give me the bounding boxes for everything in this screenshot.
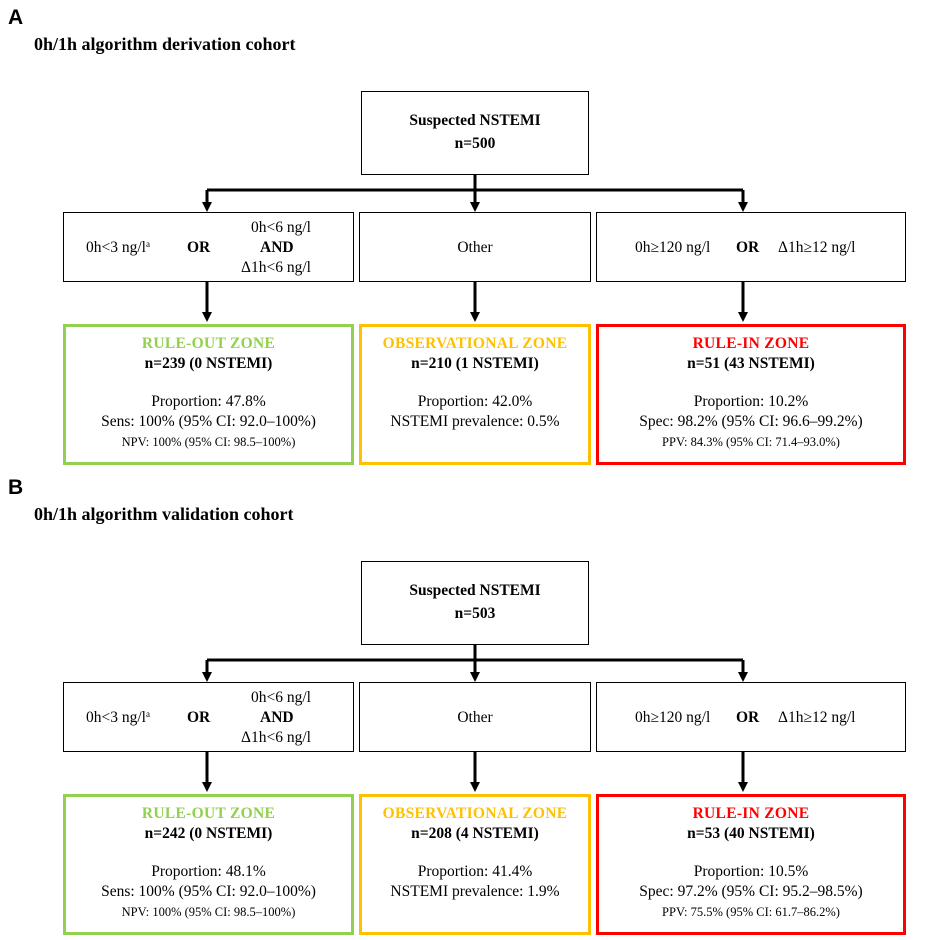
observational-zone-title: OBSERVATIONAL ZONE: [382, 335, 568, 352]
observational-prevalence: NSTEMI prevalence: 0.5%: [390, 413, 560, 430]
rulein-proportion: Proportion: 10.5%: [693, 863, 809, 880]
condition-or: OR: [736, 239, 760, 256]
panel-title: 0h/1h algorithm validation cohort: [34, 504, 294, 524]
flow-connectors: [202, 645, 748, 792]
condition-and: AND: [260, 239, 294, 256]
panel-a: A 0h/1h algorithm derivation cohort Susp…: [8, 6, 906, 465]
ruleout-npv: NPV: 100% (95% CI: 98.5–100%): [121, 905, 296, 919]
condition-0h-lt3: 0h<3 ng/la: [86, 239, 150, 256]
condition-delta1h-lt6: Δ1h<6 ng/l: [241, 259, 311, 276]
rulein-ppv: PPV: 75.5% (95% CI: 61.7–86.2%): [662, 905, 840, 919]
condition-or: OR: [187, 239, 211, 256]
ruleout-sensitivity: Sens: 100% (95% CI: 92.0–100%): [101, 883, 316, 900]
panel-title: 0h/1h algorithm derivation cohort: [34, 34, 296, 54]
observational-proportion: Proportion: 41.4%: [417, 863, 533, 880]
rulein-zone-count: n=51 (43 NSTEMI): [687, 355, 815, 372]
panel-letter: B: [8, 476, 24, 499]
rulein-zone-title: RULE-IN ZONE: [692, 335, 810, 352]
other-condition-box: Other: [359, 682, 591, 752]
condition-or: OR: [736, 709, 760, 726]
observational-zone-box: OBSERVATIONAL ZONE n=208 (4 NSTEMI) Prop…: [359, 794, 591, 935]
condition-other: Other: [457, 709, 493, 726]
condition-and: AND: [260, 709, 294, 726]
ruleout-condition-box: 0h<3 ng/la OR 0h<6 ng/l AND Δ1h<6 ng/l: [63, 682, 354, 752]
rulein-condition-box: 0h≥120 ng/l OR Δ1h≥12 ng/l: [596, 682, 906, 752]
other-condition-box: Other: [359, 212, 591, 282]
ruleout-condition-box: 0h<3 ng/la OR 0h<6 ng/l AND Δ1h<6 ng/l: [63, 212, 354, 282]
ruleout-sensitivity: Sens: 100% (95% CI: 92.0–100%): [101, 413, 316, 430]
rulein-proportion: Proportion: 10.2%: [693, 393, 809, 410]
observational-proportion: Proportion: 42.0%: [417, 393, 533, 410]
condition-other: Other: [457, 239, 493, 256]
panel-letter: A: [8, 6, 24, 29]
flow-connectors: [202, 175, 748, 322]
condition-delta1h-lt6: Δ1h<6 ng/l: [241, 729, 311, 746]
rulein-zone-box: RULE-IN ZONE n=51 (43 NSTEMI) Proportion…: [596, 324, 906, 465]
rulein-specificity: Spec: 97.2% (95% CI: 95.2–98.5%): [639, 883, 863, 900]
rulein-zone-box: RULE-IN ZONE n=53 (40 NSTEMI) Proportion…: [596, 794, 906, 935]
suspected-nstemi-box: Suspected NSTEMI n=500: [361, 91, 589, 175]
condition-delta1h-ge12: Δ1h≥12 ng/l: [778, 709, 856, 726]
observational-zone-box: OBSERVATIONAL ZONE n=210 (1 NSTEMI) Prop…: [359, 324, 591, 465]
rulein-zone-title: RULE-IN ZONE: [692, 805, 810, 822]
ruleout-zone-count: n=242 (0 NSTEMI): [144, 825, 273, 842]
top-box-label: Suspected NSTEMI: [409, 582, 541, 599]
top-box-count: n=503: [454, 605, 496, 622]
ruleout-proportion: Proportion: 48.1%: [151, 863, 266, 880]
rulein-ppv: PPV: 84.3% (95% CI: 71.4–93.0%): [662, 435, 840, 449]
condition-0h-lt6: 0h<6 ng/l: [251, 219, 311, 236]
top-box-count: n=500: [454, 135, 496, 152]
ruleout-zone-title: RULE-OUT ZONE: [141, 805, 276, 822]
ruleout-npv: NPV: 100% (95% CI: 98.5–100%): [121, 435, 296, 449]
observational-zone-count: n=208 (4 NSTEMI): [411, 825, 539, 842]
ruleout-zone-box: RULE-OUT ZONE n=242 (0 NSTEMI) Proportio…: [63, 794, 354, 935]
observational-zone-title: OBSERVATIONAL ZONE: [382, 805, 568, 822]
observational-zone-count: n=210 (1 NSTEMI): [411, 355, 539, 372]
condition-or: OR: [187, 709, 211, 726]
panel-b: B 0h/1h algorithm validation cohort Susp…: [0, 470, 940, 940]
condition-0h-ge120: 0h≥120 ng/l: [635, 709, 711, 726]
condition-0h-ge120: 0h≥120 ng/l: [635, 239, 711, 256]
ruleout-zone-count: n=239 (0 NSTEMI): [144, 355, 273, 372]
rulein-zone-count: n=53 (40 NSTEMI): [687, 825, 815, 842]
condition-0h-lt6: 0h<6 ng/l: [251, 689, 311, 706]
rulein-condition-box: 0h≥120 ng/l OR Δ1h≥12 ng/l: [596, 212, 906, 282]
ruleout-proportion: Proportion: 47.8%: [151, 393, 266, 410]
rulein-specificity: Spec: 98.2% (95% CI: 96.6–99.2%): [639, 413, 863, 430]
condition-delta1h-ge12: Δ1h≥12 ng/l: [778, 239, 856, 256]
ruleout-zone-box: RULE-OUT ZONE n=239 (0 NSTEMI) Proportio…: [63, 324, 354, 465]
condition-0h-lt3: 0h<3 ng/la: [86, 709, 150, 726]
observational-prevalence: NSTEMI prevalence: 1.9%: [390, 883, 560, 900]
ruleout-zone-title: RULE-OUT ZONE: [141, 335, 276, 352]
suspected-nstemi-box: Suspected NSTEMI n=503: [361, 561, 589, 645]
top-box-label: Suspected NSTEMI: [409, 112, 541, 129]
